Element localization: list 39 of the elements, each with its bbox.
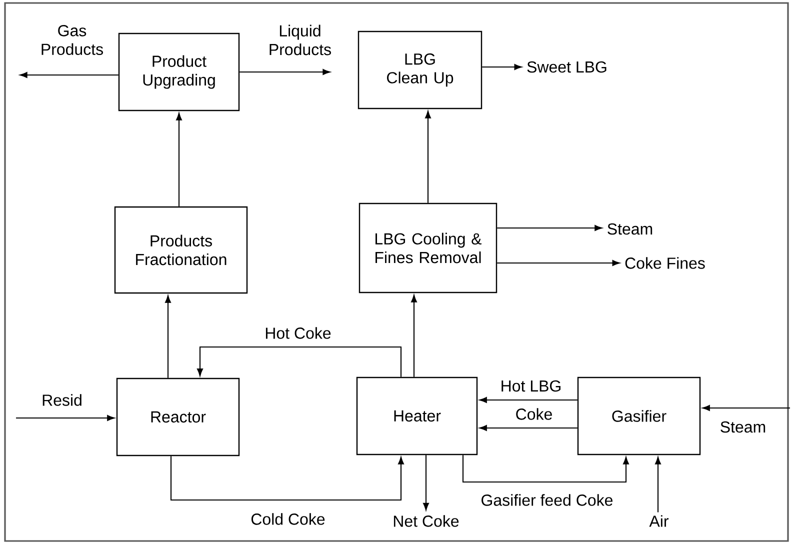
edge-label: Steam [718, 420, 768, 434]
process-box: Gasifier [577, 376, 701, 456]
stream-label: Net Coke [394, 515, 459, 527]
process-box: Reactor [116, 378, 240, 456]
edge-label: Hot LBG [499, 379, 564, 393]
arrow [482, 64, 522, 70]
arrow [20, 72, 118, 78]
stream-label: Steam [608, 223, 652, 235]
process-box: Heater [356, 376, 478, 456]
stream-label: Sweet LBG [527, 61, 606, 73]
arrow [176, 112, 182, 206]
arrow [16, 415, 115, 421]
edge-label: Cold Coke [249, 512, 327, 526]
arrow [165, 295, 171, 378]
arrow [425, 110, 431, 203]
arrow [702, 405, 790, 411]
process-box: LBG Clean Up [358, 30, 482, 110]
arrow [497, 260, 620, 266]
arrow [479, 425, 578, 431]
arrow [479, 397, 578, 403]
arrow [497, 225, 602, 231]
edge-label: Gas Products [34, 24, 110, 56]
arrow [197, 346, 402, 377]
arrow [462, 455, 629, 483]
stream-label: Coke Fines [625, 257, 705, 269]
process-box: Products Fractionation [114, 206, 248, 294]
edge-label: Hot Coke [263, 326, 333, 340]
edge-label: Resid [40, 392, 84, 408]
arrow [411, 294, 417, 377]
process-box: LBG Cooling & Fines Removal [358, 202, 498, 294]
process-box: Product Upgrading [118, 32, 240, 112]
edge-label: Liquid Products [258, 23, 342, 57]
arrow [655, 456, 661, 512]
arrow [423, 455, 429, 510]
stream-label: Air [649, 515, 668, 527]
edge-label: Coke [514, 406, 554, 422]
arrow [170, 456, 404, 501]
arrow [240, 69, 330, 75]
edge-label: Gasifier feed Coke [479, 492, 615, 508]
